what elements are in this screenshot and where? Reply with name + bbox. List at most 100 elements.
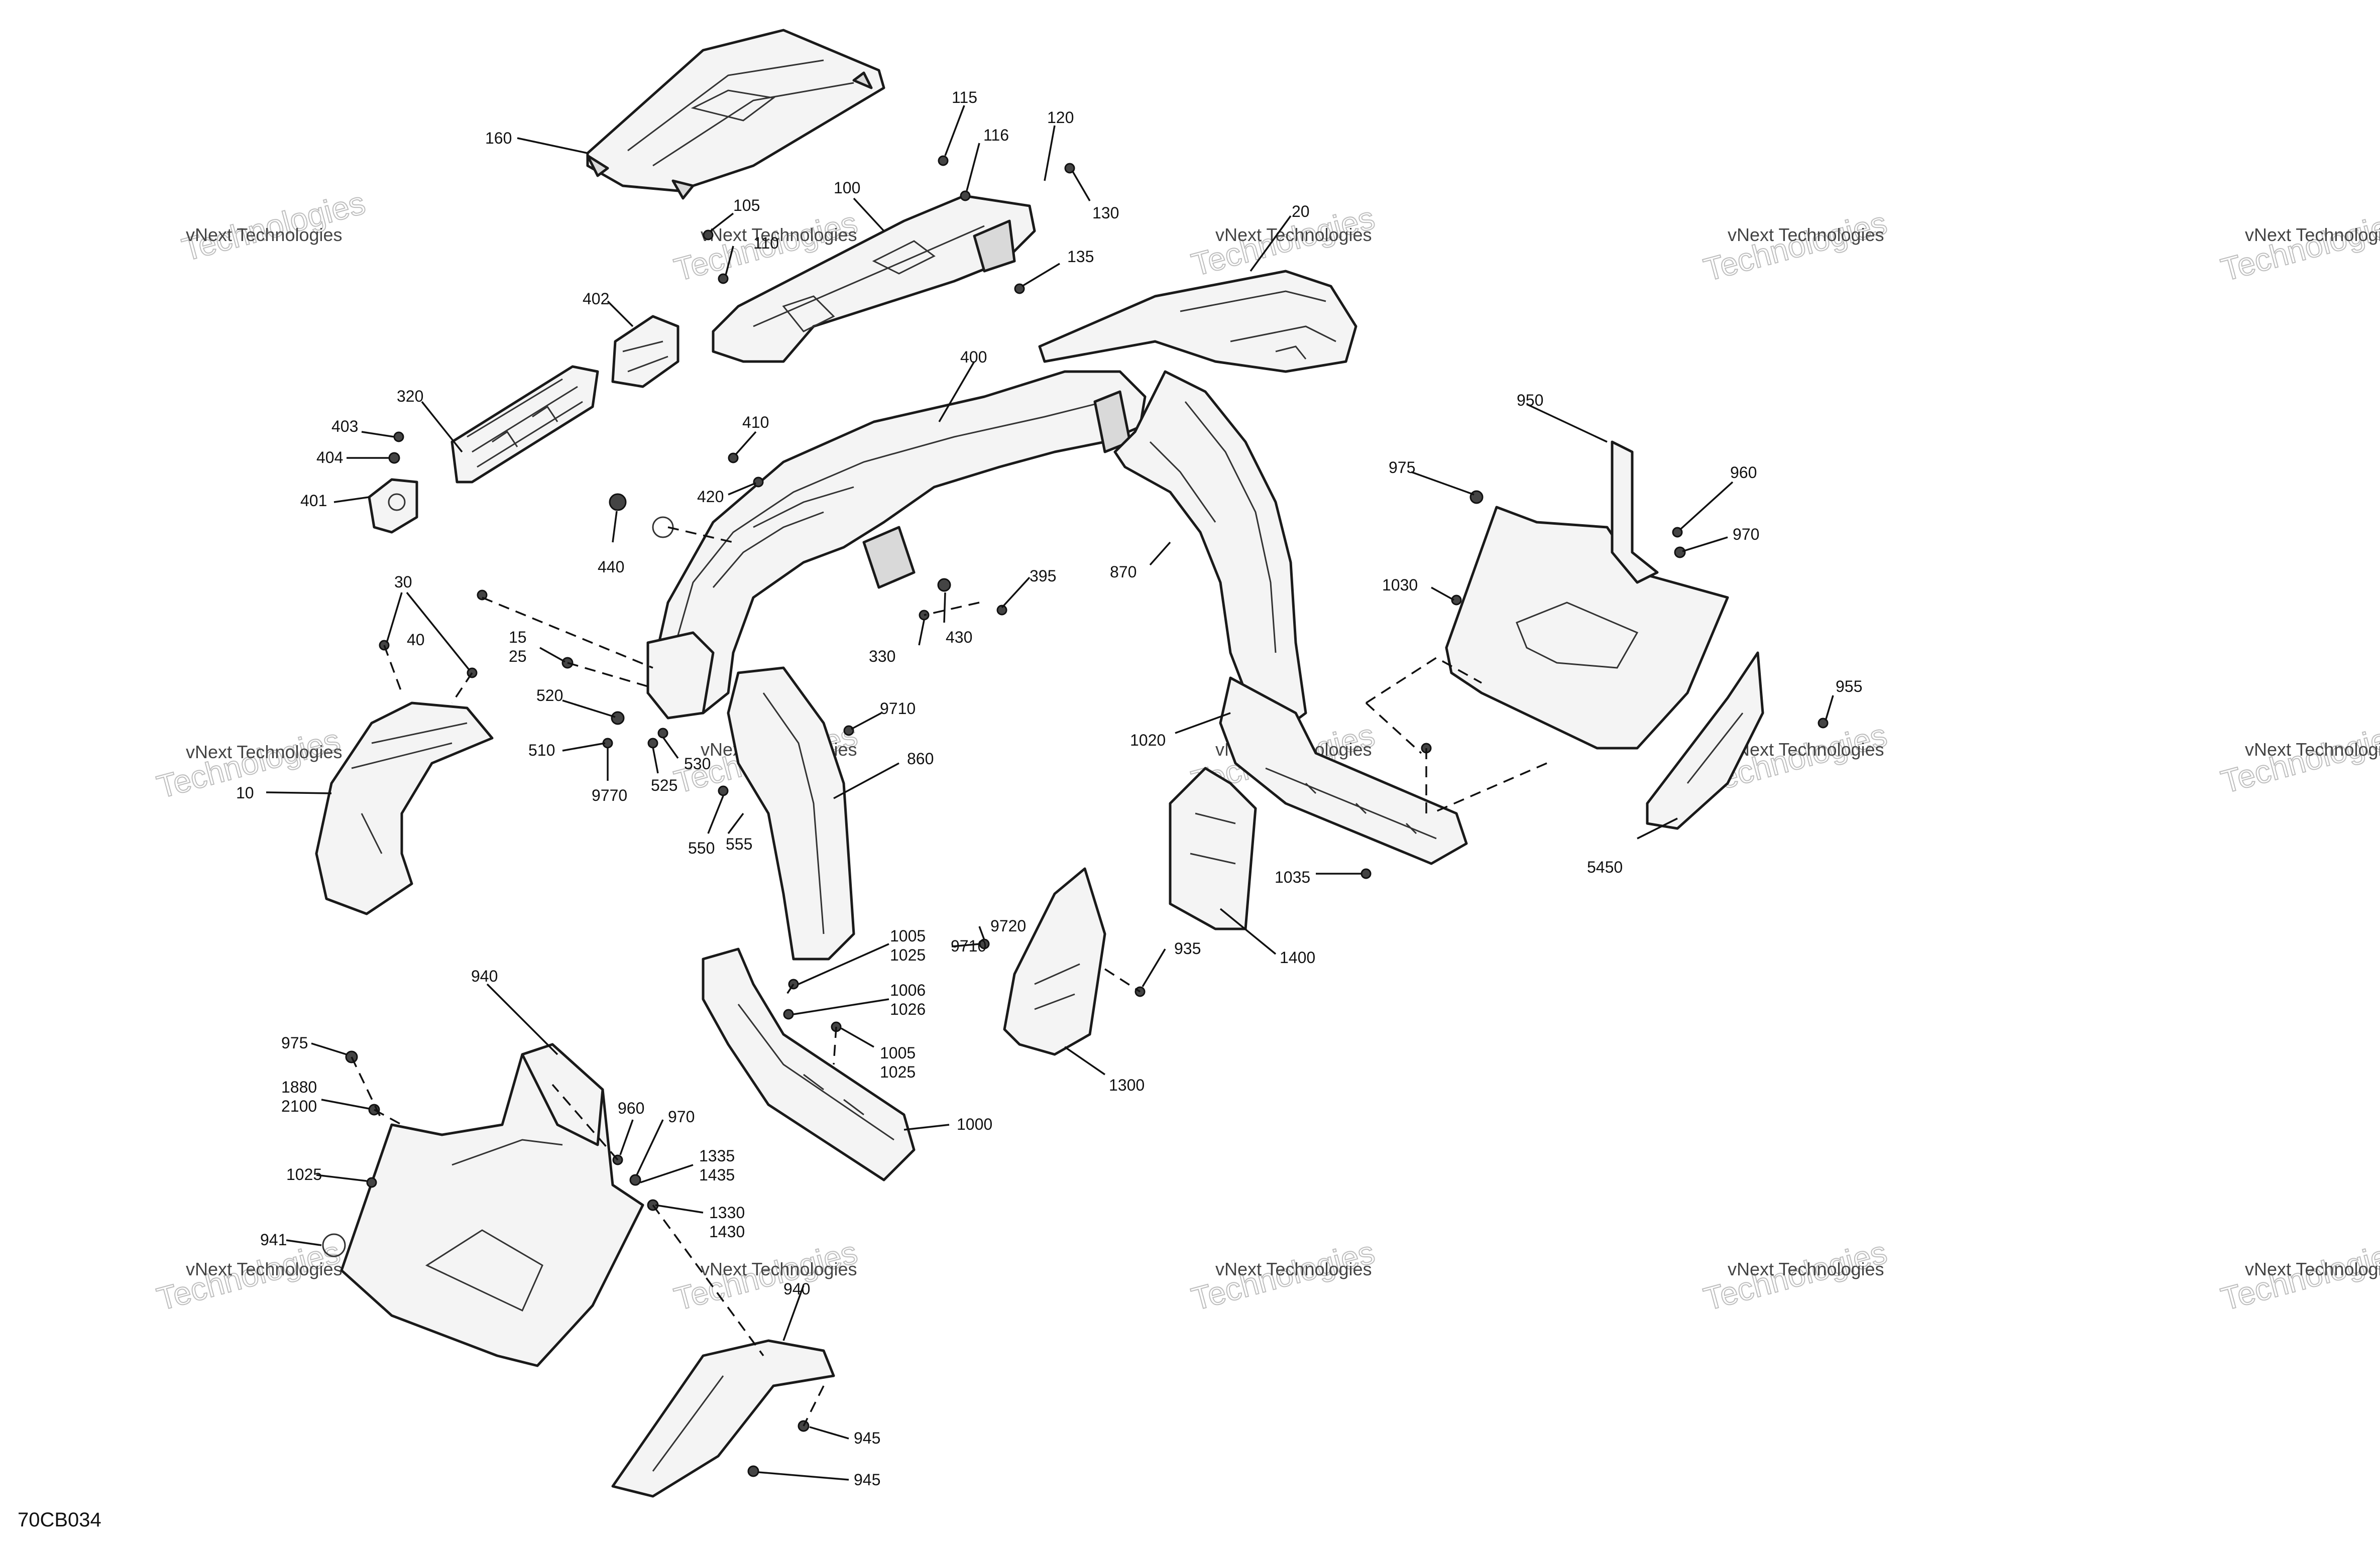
callout-955: 955 bbox=[1836, 677, 1862, 695]
part-320-grille bbox=[450, 365, 599, 484]
callout-320: 320 bbox=[397, 387, 423, 405]
fastener-set bbox=[322, 155, 1829, 1477]
callout-1020: 1020 bbox=[1130, 731, 1166, 749]
callout-935: 935 bbox=[1174, 939, 1201, 958]
callout-1300: 1300 bbox=[1109, 1076, 1145, 1094]
callout-1026: 1026 bbox=[890, 1000, 926, 1018]
diagram-reference-code: 70CB034 bbox=[18, 1509, 101, 1531]
callout-1006: 1006 bbox=[890, 981, 926, 999]
callout-555: 555 bbox=[726, 835, 752, 853]
callout-9770: 9770 bbox=[592, 786, 627, 804]
callout-395: 395 bbox=[1030, 567, 1056, 585]
callout-2100: 2100 bbox=[281, 1097, 317, 1115]
part-860-left-pillar bbox=[727, 666, 855, 961]
callout-9720: 9720 bbox=[990, 917, 1026, 935]
watermark-text: vNext Technologies bbox=[701, 1259, 857, 1279]
callout-550: 550 bbox=[688, 839, 715, 857]
callout-1400: 1400 bbox=[1280, 948, 1315, 967]
callout-135: 135 bbox=[1067, 248, 1094, 266]
callout-530: 530 bbox=[684, 755, 711, 773]
part-402-bracket bbox=[611, 315, 679, 388]
part-100-upper-dash-panel bbox=[712, 194, 1036, 363]
callout-9710-lower: 9710 bbox=[951, 937, 986, 955]
watermark-text: vNext Technologies bbox=[1728, 739, 1884, 760]
part-10-left-shroud bbox=[315, 701, 494, 915]
callout-940-lower: 940 bbox=[783, 1280, 810, 1298]
callout-950: 950 bbox=[1517, 391, 1543, 409]
watermark-text: vNext Technologies bbox=[2245, 224, 2380, 245]
callout-30: 30 bbox=[394, 573, 412, 591]
callout-40: 40 bbox=[407, 631, 425, 649]
part-1300-kick-panel bbox=[1003, 867, 1106, 1056]
callout-1030: 1030 bbox=[1382, 576, 1418, 594]
callout-403: 403 bbox=[331, 417, 358, 435]
callout-1000: 1000 bbox=[957, 1115, 992, 1133]
callout-975-upper: 975 bbox=[1389, 458, 1415, 477]
callout-labels: 160 115 116 120 130 105 110 100 135 20 4… bbox=[236, 88, 1862, 1489]
callout-960-lower: 960 bbox=[618, 1099, 644, 1117]
callout-120: 120 bbox=[1047, 108, 1074, 127]
callout-25: 25 bbox=[509, 647, 527, 665]
part-400-main-frame bbox=[646, 370, 1147, 720]
callout-1005-upper: 1005 bbox=[890, 927, 926, 945]
part-940-lower-bracket bbox=[611, 1339, 835, 1498]
callout-105: 105 bbox=[733, 196, 760, 214]
callout-100: 100 bbox=[834, 179, 860, 197]
part-160-roof-console bbox=[586, 29, 885, 200]
callout-870: 870 bbox=[1110, 563, 1137, 581]
callout-525: 525 bbox=[651, 776, 677, 794]
callout-860: 860 bbox=[907, 750, 934, 768]
callout-110: 110 bbox=[753, 234, 779, 252]
callout-1330: 1330 bbox=[709, 1204, 745, 1222]
callout-1025-upper: 1025 bbox=[890, 946, 926, 964]
callout-1880: 1880 bbox=[281, 1078, 317, 1096]
callout-1335: 1335 bbox=[699, 1147, 735, 1165]
watermark-text: vNext Technologies bbox=[2245, 1259, 2380, 1279]
watermark-text: vNext Technologies bbox=[186, 1259, 343, 1279]
watermark-text: Technologies bbox=[2217, 204, 2380, 288]
callout-130: 130 bbox=[1092, 204, 1119, 222]
callout-420: 420 bbox=[697, 488, 724, 506]
part-870-right-fender bbox=[1113, 370, 1307, 730]
callout-10: 10 bbox=[236, 784, 254, 802]
assembly-lines bbox=[351, 526, 1547, 1427]
part-5450-side-trim bbox=[1646, 651, 1764, 830]
callout-116: 116 bbox=[983, 126, 1009, 144]
part-1400-inner-panel bbox=[1169, 767, 1257, 930]
callout-1025-lower: 1025 bbox=[880, 1063, 916, 1081]
callout-520: 520 bbox=[536, 686, 563, 704]
part-1020-right-rocker bbox=[1219, 676, 1468, 865]
callout-410: 410 bbox=[742, 413, 769, 431]
callout-404: 404 bbox=[316, 448, 343, 466]
callout-941: 941 bbox=[260, 1231, 287, 1249]
callout-960-upper: 960 bbox=[1730, 463, 1757, 482]
callout-945-upper: 945 bbox=[854, 1429, 880, 1447]
callout-1435: 1435 bbox=[699, 1166, 735, 1184]
watermark-text: vNext Technologies bbox=[1728, 224, 1884, 245]
callout-20: 20 bbox=[1292, 202, 1310, 220]
watermark-text: vNext Technologies bbox=[186, 224, 343, 245]
callout-9710-upper: 9710 bbox=[880, 699, 916, 718]
watermark-text: vNext Technologies bbox=[1215, 1259, 1372, 1279]
watermark-text: Technologies bbox=[1700, 204, 1890, 288]
callout-402: 402 bbox=[583, 290, 609, 308]
callout-1430: 1430 bbox=[709, 1223, 745, 1241]
callout-440: 440 bbox=[598, 558, 624, 576]
part-950-right-floor-tray bbox=[1445, 440, 1729, 750]
callout-330: 330 bbox=[869, 647, 895, 665]
callout-160: 160 bbox=[485, 129, 512, 147]
callout-970-lower: 970 bbox=[668, 1108, 695, 1126]
callout-400: 400 bbox=[960, 348, 987, 366]
callout-1005-lower: 1005 bbox=[880, 1044, 916, 1062]
leader-lines bbox=[266, 105, 1834, 1481]
callout-115: 115 bbox=[952, 88, 977, 106]
callout-1035: 1035 bbox=[1275, 868, 1310, 886]
callout-1025-left: 1025 bbox=[286, 1165, 322, 1183]
callout-401: 401 bbox=[300, 492, 327, 510]
callout-15: 15 bbox=[509, 628, 527, 646]
part-940-left-floor-tray bbox=[340, 1043, 644, 1367]
watermark-text: vNext Technologies bbox=[186, 742, 343, 762]
callout-940-upper: 940 bbox=[471, 967, 498, 985]
part-1000-left-rocker bbox=[702, 947, 916, 1181]
